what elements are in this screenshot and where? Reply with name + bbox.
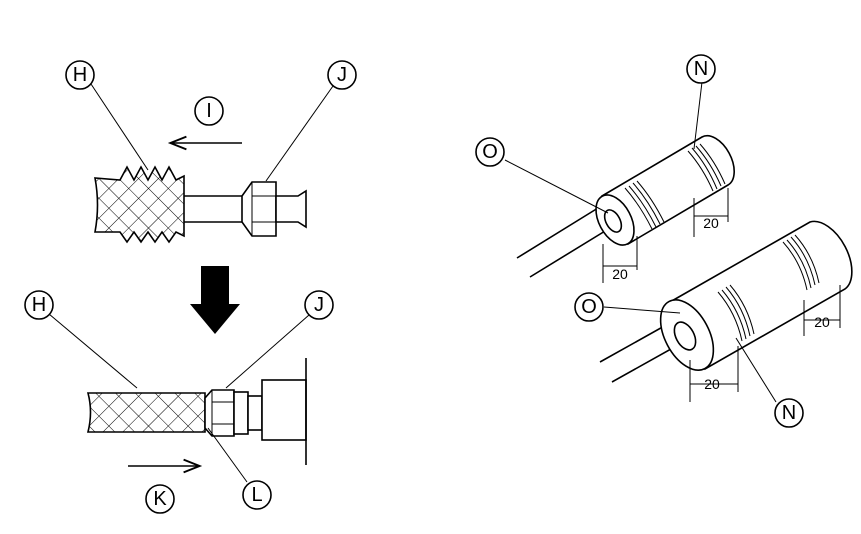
svg-text:K: K: [153, 488, 167, 510]
label-L: L: [242, 480, 272, 510]
dim-text-1: 20: [612, 266, 628, 282]
svg-text:O: O: [581, 296, 597, 318]
dim-text-4: 20: [704, 376, 720, 392]
svg-text:N: N: [782, 402, 796, 424]
label-O-top: O: [475, 137, 505, 167]
bottom-left-assembly: [86, 358, 307, 474]
insulation-braid-bottom: [86, 392, 206, 433]
label-H-top: H: [65, 60, 95, 90]
pipe-top: [184, 195, 244, 223]
label-I: I: [194, 96, 224, 126]
label-N-top: N: [686, 54, 716, 84]
label-O-bottom: O: [574, 292, 604, 322]
svg-text:H: H: [32, 294, 46, 316]
label-H-bottom: H: [24, 290, 54, 320]
insulation-braid-top: [94, 165, 185, 244]
valve-body: [261, 379, 307, 441]
union-bottom: [233, 391, 249, 435]
svg-text:O: O: [482, 141, 498, 163]
label-J-bottom: J: [304, 290, 334, 320]
label-K: K: [145, 484, 175, 514]
tape-band-bottom-2: [782, 234, 820, 291]
dim-text-3: 20: [814, 314, 830, 330]
bottom-right-cylinder: [599, 220, 853, 402]
svg-text:J: J: [337, 64, 347, 86]
label-J-top: J: [327, 60, 357, 90]
svg-text:H: H: [73, 64, 87, 86]
fitting-top: [275, 189, 307, 229]
dim-text-2: 20: [703, 215, 719, 231]
tape-band-top-1: [624, 180, 665, 230]
insulation-cylinder-bottom: [668, 220, 853, 371]
insulation-cylinder-top: [600, 134, 735, 246]
down-arrow: [190, 266, 240, 334]
tape-band-bottom-1: [717, 284, 755, 342]
svg-text:L: L: [251, 484, 262, 506]
pipe-rod-top-right: [516, 207, 611, 278]
top-right-cylinder: [516, 134, 735, 283]
label-N-bottom: N: [774, 398, 804, 428]
tape-band-top-2: [687, 143, 726, 192]
svg-text:I: I: [206, 100, 212, 122]
svg-text:J: J: [314, 294, 324, 316]
top-left-assembly: [94, 135, 307, 244]
flare-nut-top: [241, 181, 277, 237]
svg-text:N: N: [694, 58, 708, 80]
